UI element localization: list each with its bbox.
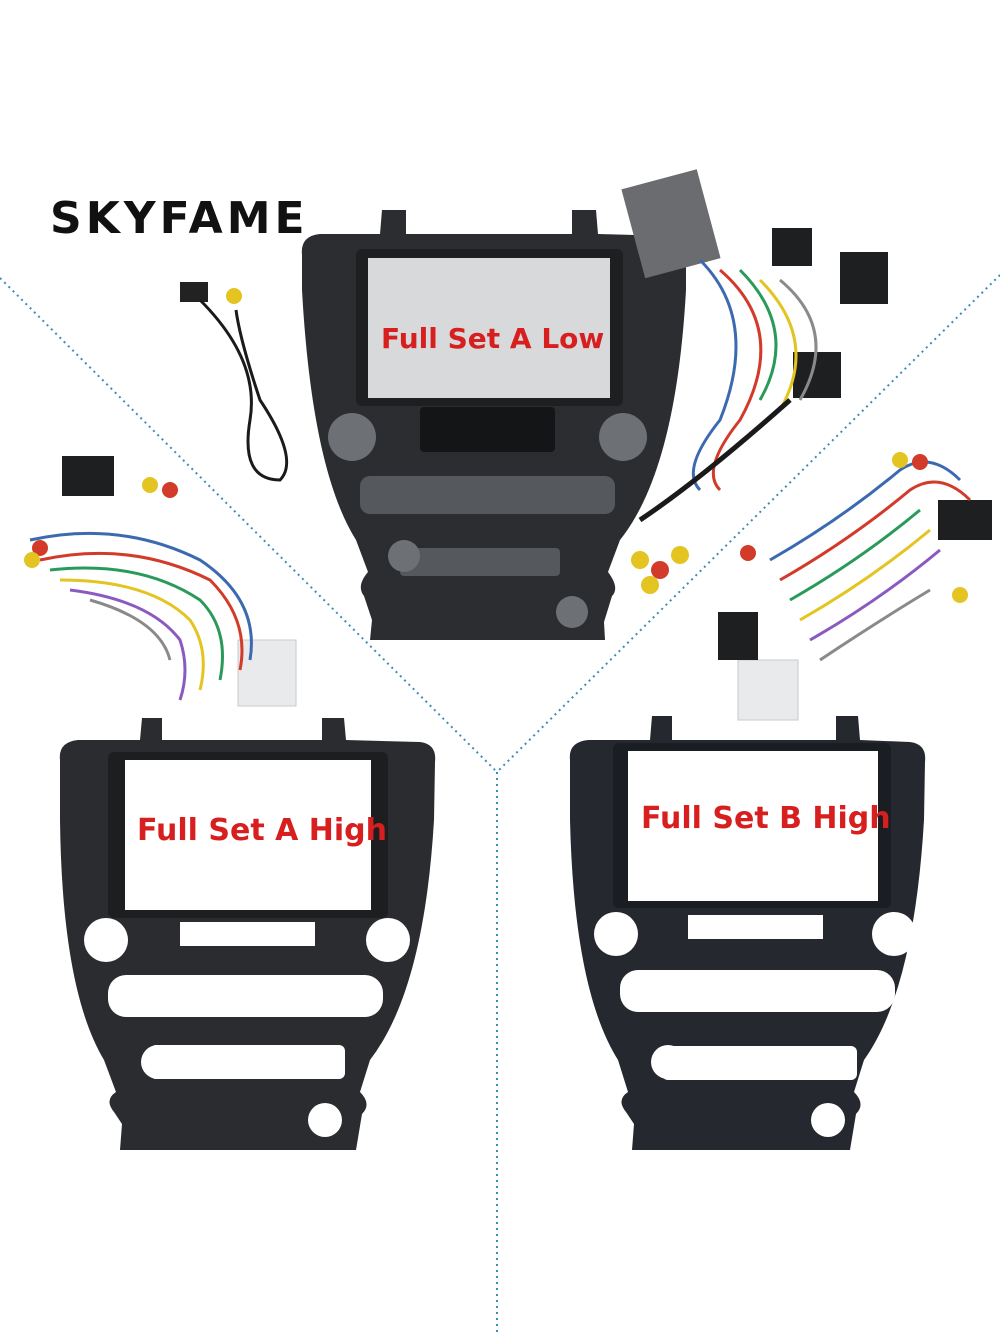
harness-right: [718, 452, 992, 721]
harness-left: [24, 456, 297, 707]
label-full-set-a-high: Full Set A High: [137, 813, 387, 848]
frame-a-low: [301, 210, 687, 640]
label-full-set-b-high: Full Set B High: [641, 801, 891, 836]
divider-lines: [0, 274, 1000, 1333]
harness-top-right: [621, 169, 888, 594]
camera-cable: [180, 282, 289, 482]
frame-b-high: [569, 716, 926, 1150]
label-full-set-a-low: Full Set A Low: [381, 322, 605, 355]
brand-logo: SKYFAME: [50, 193, 309, 244]
frame-a-high: [59, 718, 436, 1150]
